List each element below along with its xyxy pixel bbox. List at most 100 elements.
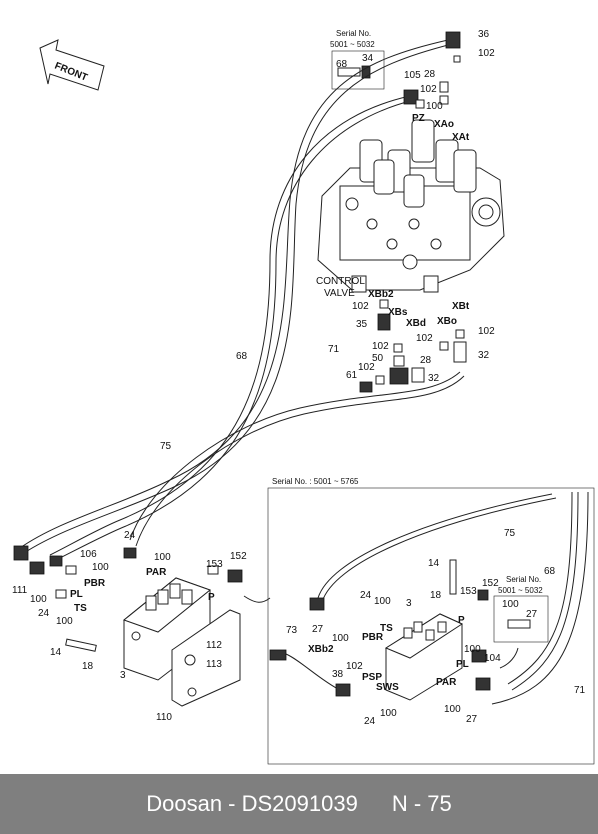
label-p: P — [458, 615, 465, 626]
oring-102-61 — [375, 375, 385, 385]
inset-callout-arrow — [499, 647, 519, 669]
label-24: 24 — [38, 608, 50, 619]
fitting-28-right — [439, 341, 449, 351]
label-24: 24 — [360, 590, 372, 601]
label-32: 32 — [478, 350, 490, 361]
fitting-50 — [393, 355, 405, 367]
label-3: 3 — [120, 670, 126, 681]
label-27: 27 — [312, 624, 324, 635]
label-par: PAR — [436, 677, 457, 688]
fitting-106-left — [49, 555, 63, 567]
label-34: 34 — [362, 53, 374, 64]
label-pl: PL — [70, 589, 83, 600]
footer-bar: Doosan - DS2091039 N - 75 — [0, 774, 598, 834]
label-3: 3 — [406, 598, 412, 609]
label-102: 102 — [416, 333, 433, 344]
label-24: 24 — [124, 530, 136, 541]
label-61: 61 — [346, 370, 358, 381]
fitting-153-left — [207, 565, 219, 575]
fitting-35 — [377, 313, 391, 331]
label-113: 113 — [206, 659, 222, 670]
label-28: 28 — [424, 69, 436, 80]
footer-page: N - 75 — [391, 791, 452, 816]
label-50: 50 — [372, 353, 384, 364]
label-100: 100 — [374, 596, 391, 607]
callout-arrow — [243, 595, 271, 603]
label-106: 106 — [80, 549, 97, 560]
mounting-bracket-110 — [171, 609, 241, 707]
label-xbt: XBt — [452, 301, 470, 312]
label-102: 102 — [352, 301, 369, 312]
serial-inset-box — [493, 595, 549, 643]
label-102: 102 — [478, 48, 495, 59]
fitting-111 — [13, 545, 29, 561]
label-75: 75 — [504, 528, 516, 539]
fitting-27-inset — [309, 597, 325, 611]
fitting-36 — [445, 31, 461, 49]
label-75: 75 — [160, 441, 172, 452]
label-102: 102 — [420, 84, 437, 95]
oring-102-top — [453, 55, 461, 63]
bolt-14-left — [65, 638, 97, 652]
fitting-24-left — [55, 589, 67, 599]
label-36: 36 — [478, 29, 490, 40]
fitting-152-inset — [477, 589, 489, 601]
fitting-28-top — [439, 81, 449, 93]
label-102: 102 — [346, 661, 363, 672]
label-ts: TS — [380, 623, 393, 634]
label-xbs: XBs — [388, 307, 408, 318]
inset-box — [267, 487, 595, 765]
serial-inset-label: Serial No. : 5001 ~ 5765 — [272, 477, 359, 486]
label-xbb2: XBb2 — [308, 644, 334, 655]
label-pz: PZ — [412, 113, 425, 124]
serial-inset-small-line2: 5001 ~ 5032 — [498, 586, 543, 595]
label-68: 68 — [336, 59, 348, 70]
label-102: 102 — [372, 341, 389, 352]
label-71: 71 — [574, 685, 586, 696]
label-pl: PL — [456, 659, 469, 670]
label-24: 24 — [364, 716, 376, 727]
serial-top-line1: Serial No. — [336, 29, 371, 38]
fitting-111b — [29, 561, 45, 575]
label-27: 27 — [526, 609, 538, 620]
label-sws: SWS — [376, 682, 399, 693]
fitting-27-detail — [507, 619, 531, 629]
label-102: 102 — [478, 326, 495, 337]
label-par: PAR — [146, 567, 167, 578]
fitting-32-right — [453, 341, 467, 363]
inset-brake-valve — [384, 613, 464, 701]
fitting-100-left — [65, 565, 77, 575]
label-152: 152 — [230, 551, 247, 562]
label-xbo: XBo — [437, 316, 457, 327]
label-32: 32 — [428, 373, 440, 384]
label-102: 102 — [358, 362, 375, 373]
label-100: 100 — [380, 708, 397, 719]
fitting-100-top — [415, 99, 425, 109]
label-18: 18 — [430, 590, 442, 601]
label-68: 68 — [236, 351, 248, 362]
label-ts: TS — [74, 603, 87, 614]
bolt-14-inset — [449, 559, 457, 595]
fitting-24-top — [123, 547, 137, 559]
label-14: 14 — [50, 647, 62, 658]
label-100: 100 — [426, 101, 443, 112]
label-100: 100 — [56, 616, 73, 627]
serial-top-box — [331, 50, 385, 90]
inset-hoses — [285, 491, 589, 705]
elbow-50 — [389, 367, 409, 385]
label-153: 153 — [460, 586, 477, 597]
control-valve — [317, 119, 505, 293]
label-100: 100 — [154, 552, 171, 563]
label-100: 100 — [30, 594, 47, 605]
label-35: 35 — [356, 319, 368, 330]
label-105: 105 — [404, 70, 421, 81]
fitting-104-inset — [471, 649, 487, 663]
fitting-34-detail — [361, 65, 371, 79]
oring-102-xbt — [455, 329, 465, 339]
diagram-svg: FRONT Serial No. 5001 ~ 5032 CONTROL VAL… — [12, 29, 595, 765]
label-xbb2: XBb2 — [368, 289, 394, 300]
fitting-102-top — [439, 95, 449, 105]
hoses — [19, 39, 465, 561]
label-xat: XAt — [452, 132, 470, 143]
label-xbd: XBd — [406, 318, 426, 329]
